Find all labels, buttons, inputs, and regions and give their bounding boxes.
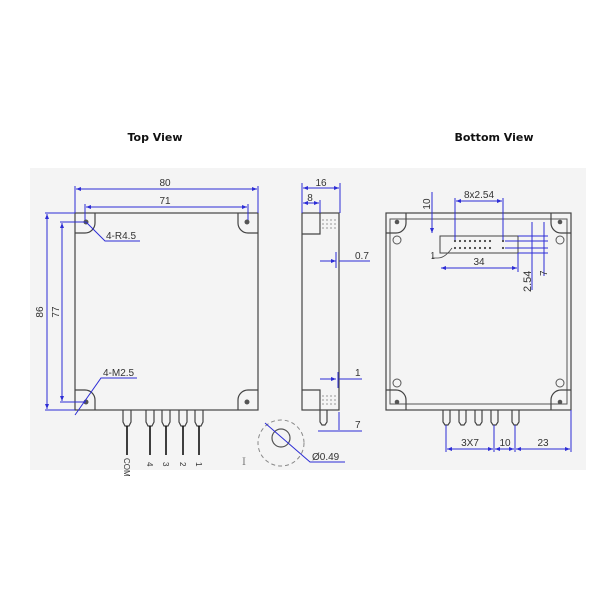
dim-bottom-gap: 1 — [355, 368, 361, 379]
dim-width-holes: 71 — [159, 196, 171, 207]
dim-top-gap: 0.7 — [355, 251, 369, 262]
top-view-title: Top View — [127, 131, 182, 144]
side-view: 16 8 0.7 1 7 Ø0.49 I — [242, 178, 370, 468]
pin-label-1: 1 — [194, 462, 203, 467]
bottom-view-title: Bottom View — [454, 131, 533, 144]
dim-connector-width: 34 — [473, 257, 485, 268]
detail-circle — [257, 419, 305, 467]
dim-connector-offset: 10 — [422, 198, 433, 210]
pin-label-3: 3 — [161, 462, 170, 467]
corner-radius-note: 4-R4.5 — [106, 231, 136, 242]
pin-label-4: 4 — [145, 462, 154, 467]
pin-label-2: 2 — [178, 462, 187, 467]
dim-pin-length: 7 — [355, 420, 361, 431]
top-view: 80 71 86 77 4-R4.5 4-M2.5 COM 4 3 2 1 — [35, 178, 259, 477]
dim-pin-spacing: 3X7 — [461, 438, 479, 449]
dim-thickness: 16 — [315, 178, 327, 189]
dim-width-outer: 80 — [159, 178, 171, 189]
dim-connector-edge: 7 — [539, 270, 550, 276]
connector-header — [439, 235, 519, 254]
dim-pin-gap: 10 — [499, 438, 511, 449]
dim-pin-edge: 23 — [537, 438, 549, 449]
dim-height-holes: 77 — [51, 306, 62, 318]
dim-base-thickness: 8 — [307, 193, 313, 204]
pin1-marker: 1 — [430, 252, 436, 262]
output-pins — [122, 410, 204, 455]
dim-pin-pitch-span: 8x2.54 — [464, 190, 494, 201]
dim-height-outer: 86 — [35, 306, 46, 318]
mount-thread-note: 4-M2.5 — [103, 368, 135, 379]
detail-label: I — [242, 457, 246, 468]
pin-label-com: COM — [122, 458, 131, 477]
dim-row-pitch: 2.54 — [522, 271, 534, 292]
bottom-view: 10 8x2.54 34 2.54 7 1 3X7 10 23 — [385, 190, 572, 452]
connector-pins — [453, 239, 505, 250]
pin-diameter-note: Ø0.49 — [312, 452, 340, 463]
